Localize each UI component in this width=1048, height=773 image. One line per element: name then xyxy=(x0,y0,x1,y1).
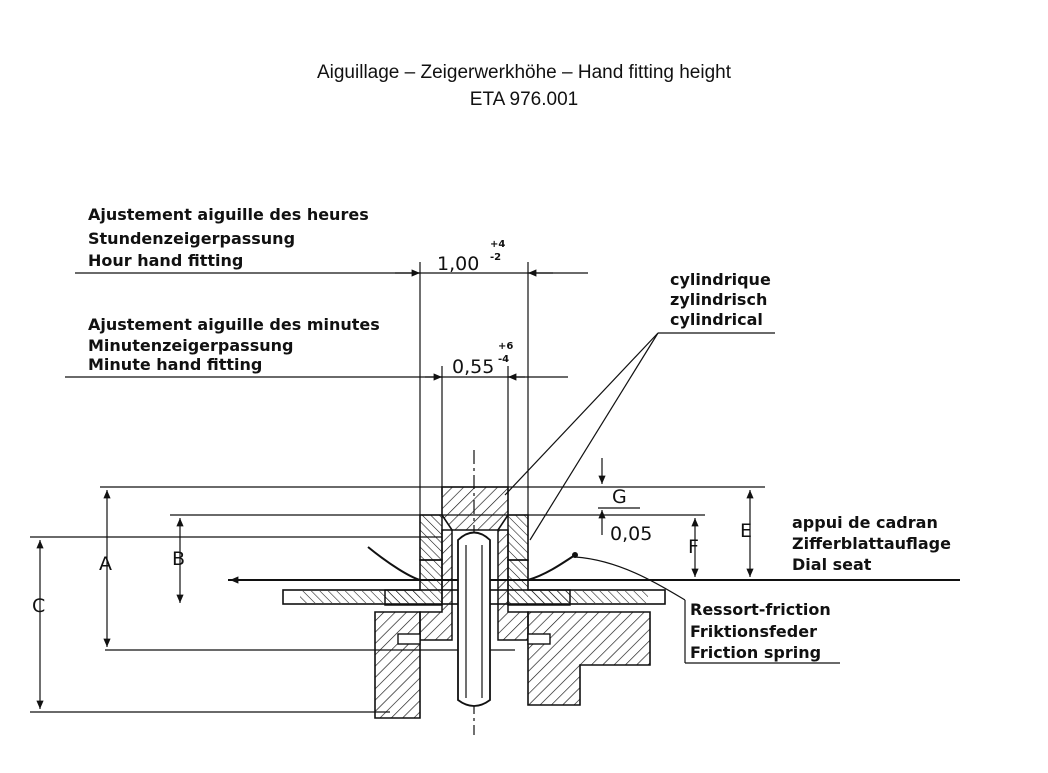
base-right xyxy=(527,611,651,706)
center-arbor xyxy=(457,531,491,707)
minute-hand-tol-lower: -4 xyxy=(498,354,509,365)
diagram-title: Aiguillage – Zeigerwerkhöhe – Hand fitti… xyxy=(316,62,732,83)
friction-part-left xyxy=(397,633,421,645)
friction-spring-leader xyxy=(574,556,686,601)
minute-hand-tol-upper: +6 xyxy=(498,341,513,352)
gap-value: 0,05 xyxy=(610,523,652,545)
friction-spring-label-de: Friktionsfeder xyxy=(690,622,817,641)
hour-hand-label: Ajustement aiguille des heures Stundenze… xyxy=(88,205,369,270)
minute-hand-label: Ajustement aiguille des minutes Minutenz… xyxy=(88,315,380,374)
hour-hand-tol-lower: -2 xyxy=(490,252,501,263)
dim-f-letter: F xyxy=(688,536,699,558)
cylindrical-leader-1 xyxy=(504,332,659,496)
dial-seat-label-fr: appui de cadran xyxy=(792,513,938,532)
dim-c-letter: C xyxy=(32,595,45,617)
dim-a-letter: A xyxy=(99,553,112,575)
cylindrical-leader-2 xyxy=(529,332,659,541)
hour-hand-label-de: Stundenzeigerpassung xyxy=(88,229,295,248)
dial-seat-label-de: Zifferblattauflage xyxy=(792,534,951,553)
base-left xyxy=(374,611,421,719)
cylindrical-label-de: zylindrisch xyxy=(670,290,767,309)
friction-spring-label-fr: Ressort-friction xyxy=(690,600,831,619)
dim-e-letter: E xyxy=(740,520,752,542)
hour-hand-label-en: Hour hand fitting xyxy=(88,251,243,270)
cylindrical-label-en: cylindrical xyxy=(670,310,763,329)
hour-hand-label-fr: Ajustement aiguille des heures xyxy=(88,205,369,224)
dial-seat-label-en: Dial seat xyxy=(792,555,872,574)
dim-g-letter: G xyxy=(612,486,627,508)
cross-section xyxy=(230,486,666,719)
diagram-subtitle: ETA 976.001 xyxy=(469,89,579,110)
minute-hand-label-fr: Ajustement aiguille des minutes xyxy=(88,315,380,334)
cannon-pinion-top xyxy=(441,486,509,531)
minute-hand-dimension: 0,55 xyxy=(452,356,494,378)
hour-pipe-left xyxy=(419,514,443,561)
cylindrical-label-fr: cylindrique xyxy=(670,270,771,289)
friction-spring-label: Ressort-friction Friktionsfeder Friction… xyxy=(690,600,831,662)
dial-seat-label: appui de cadran Zifferblattauflage Dial … xyxy=(792,513,951,574)
cannon-pinion-right xyxy=(497,529,529,641)
dim-b-letter: B xyxy=(172,548,185,570)
cylindrical-label: cylindrique zylindrisch cylindrical xyxy=(670,270,771,329)
friction-spring-dot xyxy=(572,552,578,558)
friction-spring-curve-right xyxy=(527,554,576,581)
hour-wheel-right xyxy=(507,559,571,606)
minute-hand-label-de: Minutenzeigerpassung xyxy=(88,336,293,355)
friction-spring-curve-left xyxy=(367,546,421,581)
minute-hand-label-en: Minute hand fitting xyxy=(88,355,262,374)
friction-spring-label-en: Friction spring xyxy=(690,643,821,662)
friction-part-right xyxy=(527,633,551,645)
hour-pipe-right xyxy=(507,514,529,561)
hour-hand-tol-upper: +4 xyxy=(490,239,505,250)
hour-hand-dimension: 1,00 xyxy=(437,253,479,275)
